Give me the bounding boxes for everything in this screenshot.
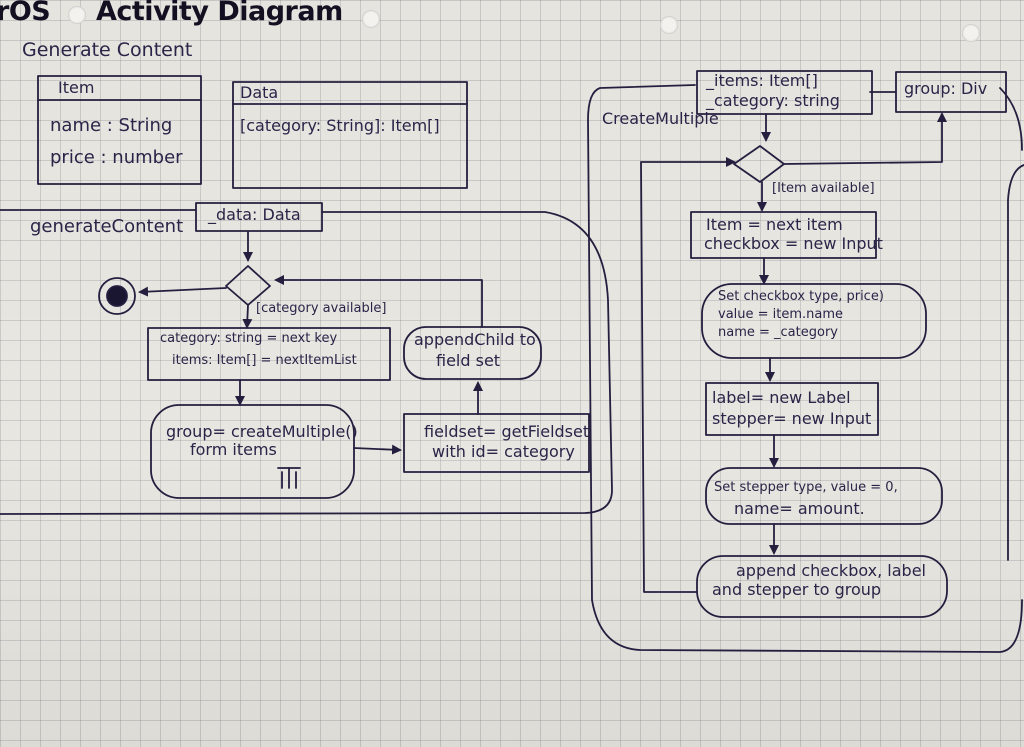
page-title: Activity Diagram [96,0,343,27]
action-set-stepper-node [705,467,943,525]
param-data-box [195,202,323,232]
action-next-item-box [690,211,877,259]
action-append-group-line2: and stepper to group [712,580,882,599]
action-create-multiple-line1: group= createMultiple() [166,422,358,441]
param-items-box [696,70,873,115]
action-new-label-box [705,382,879,436]
action-get-fieldset-line1: fieldset= getFieldset [424,422,590,441]
final-node-outer [98,277,136,315]
class-data-attr: [category: String]: Item[] [240,116,440,135]
category-guard: [category available] [256,301,387,316]
generate-content-frame [0,209,613,515]
action-next-key-line1: category: string = next key [160,331,338,346]
class-item-name: Item [58,78,95,97]
param-items: _items: Item[] [706,71,818,90]
generate-content-param: _data: Data [208,205,301,224]
param-group: group: Div [904,79,988,98]
action-append-group-line1: append checkbox, label [736,561,926,580]
action-append-child-line2: field set [436,351,501,370]
action-next-item-line1: Item = next item [706,215,843,234]
action-set-checkbox-node [701,283,927,359]
class-item-attr-price: price : number [50,147,183,168]
title-fragment: rOS [0,0,51,27]
action-get-fieldset-line2: with id= category [432,442,575,461]
action-next-key-box [147,327,391,381]
action-create-multiple-node [150,404,355,499]
class-item-box [37,75,202,185]
action-new-label-line1: label= new Label [712,388,851,407]
action-append-child-node [403,326,542,380]
decision-item [733,145,785,183]
decision-category [225,265,271,306]
action-append-group-node [696,555,948,618]
action-new-label-line2: stepper= new Input [712,409,872,428]
punch-hole [68,6,86,24]
action-set-stepper-line2: name= amount. [734,499,865,518]
action-append-child-line1: appendChild to [414,330,536,349]
class-data-name: Data [240,83,279,102]
action-next-item-line2: checkbox = new Input [704,234,883,253]
item-guard: [Item available] [772,181,875,196]
page-subtitle: Generate Content [22,39,193,61]
action-create-multiple-line2: form items [190,440,277,459]
create-multiple-label: CreateMultiple [602,109,719,128]
final-node-inner [106,285,128,307]
punch-hole [362,10,380,28]
class-item-attr-name: name : String [50,115,173,136]
action-set-checkbox-line1: Set checkbox type, price) [718,289,884,304]
action-get-fieldset-box [403,413,590,473]
punch-hole [660,16,678,34]
action-next-key-line2: items: Item[] = nextItemList [172,353,357,368]
param-group-box [895,71,1007,113]
action-set-stepper-line1: Set stepper type, value = 0, [714,480,898,495]
generate-content-label: generateContent [30,216,184,237]
action-set-checkbox-line3: name = _category [718,325,838,340]
create-multiple-frame [587,84,1023,653]
class-data-box [232,81,468,189]
param-category: _category: string [706,91,840,110]
punch-hole [962,24,980,42]
action-set-checkbox-line2: value = item.name [718,307,844,322]
